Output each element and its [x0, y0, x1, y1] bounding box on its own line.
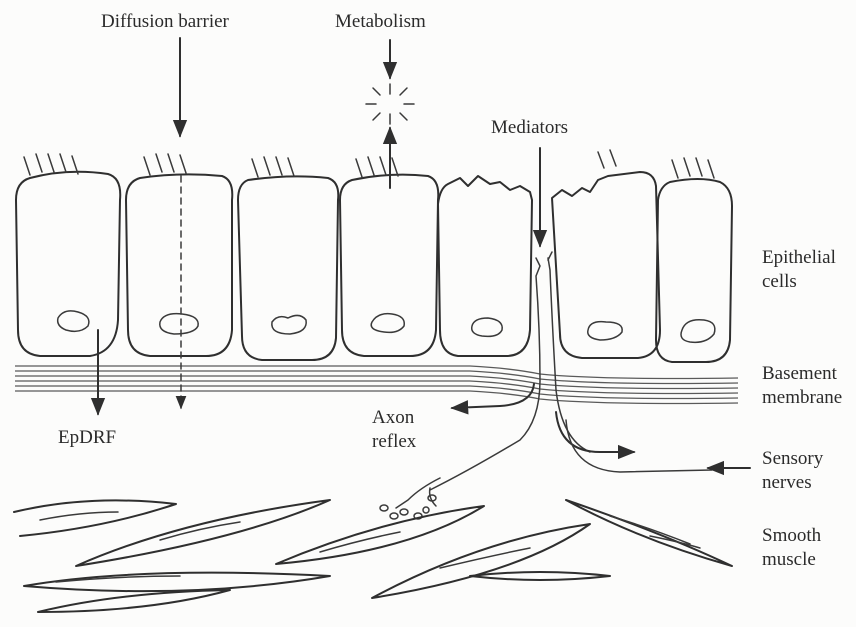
basement-membrane-lines — [15, 366, 738, 404]
epithelial-cell-2 — [126, 154, 232, 356]
mediators-label: Mediators — [491, 116, 568, 140]
smooth-muscle-cells — [14, 500, 732, 612]
epithelial-cell-6-damaged — [552, 150, 660, 358]
metabolism-label: Metabolism — [335, 10, 426, 34]
metabolism-starburst-icon — [366, 84, 414, 124]
sensory-nerves-label: Sensory nerves — [762, 447, 842, 495]
epdrf-label: EpDRF — [58, 426, 116, 450]
epithelial-cell-5-damaged — [438, 176, 532, 356]
axon-reflex-label: Axon reflex — [372, 406, 442, 454]
basement-membrane-label: Basement membrane — [762, 362, 854, 410]
epithelial-cell-7 — [656, 158, 732, 362]
epithelial-cell-3 — [238, 157, 338, 360]
smooth-muscle-label: Smooth muscle — [762, 524, 842, 572]
epithelial-cell-1 — [16, 154, 120, 356]
epithelial-cells-label: Epithelial cells — [762, 246, 852, 294]
diffusion-barrier-label: Diffusion barrier — [101, 10, 229, 34]
